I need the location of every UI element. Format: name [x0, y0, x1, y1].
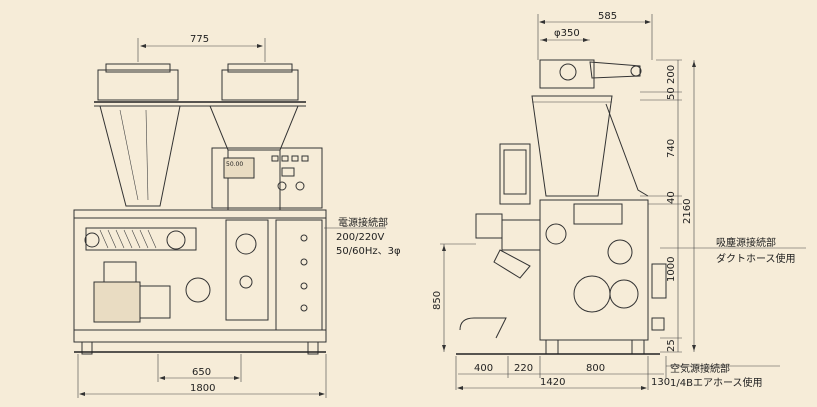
- dim-side-top-width: 585: [598, 11, 617, 22]
- gauge-display: 50.00: [226, 161, 243, 168]
- power-note-line1: 200/220V: [336, 232, 385, 243]
- dim-side-total-height: 2160: [682, 199, 693, 224]
- dim-front-top-span: 775: [190, 34, 209, 45]
- dust-note-title: 吸塵源接続部: [716, 236, 776, 249]
- dim-side-850: 850: [432, 291, 443, 310]
- dim-side-diameter: φ350: [554, 28, 580, 39]
- dim-side-800: 800: [586, 363, 605, 374]
- air-note-line1: 1/4Bエアホース使用: [670, 376, 762, 389]
- dim-side-bottom-total: 1420: [540, 377, 565, 388]
- air-note-title: 空気源接続部: [670, 362, 730, 375]
- dim-side-400: 400: [474, 363, 493, 374]
- dust-note-line1: ダクトホース使用: [716, 252, 796, 265]
- dim-side-740: 740: [666, 139, 677, 158]
- dim-side-25: 25: [666, 339, 677, 352]
- dim-side-40: 40: [666, 191, 677, 204]
- power-note-title: 電源接続部: [338, 216, 388, 229]
- dim-side-1000: 1000: [666, 257, 677, 282]
- dim-side-220: 220: [514, 363, 533, 374]
- front-view: 775 50.00: [73, 34, 401, 398]
- dim-side-50: 50: [666, 87, 677, 100]
- dim-front-base-total: 1800: [190, 383, 215, 394]
- power-note-line2: 50/60Hz、3φ: [336, 246, 401, 257]
- dim-front-base-inner: 650: [192, 367, 211, 378]
- dim-side-200: 200: [666, 65, 677, 84]
- side-view: 585 φ350: [432, 11, 806, 390]
- dim-side-130: 130: [651, 377, 670, 388]
